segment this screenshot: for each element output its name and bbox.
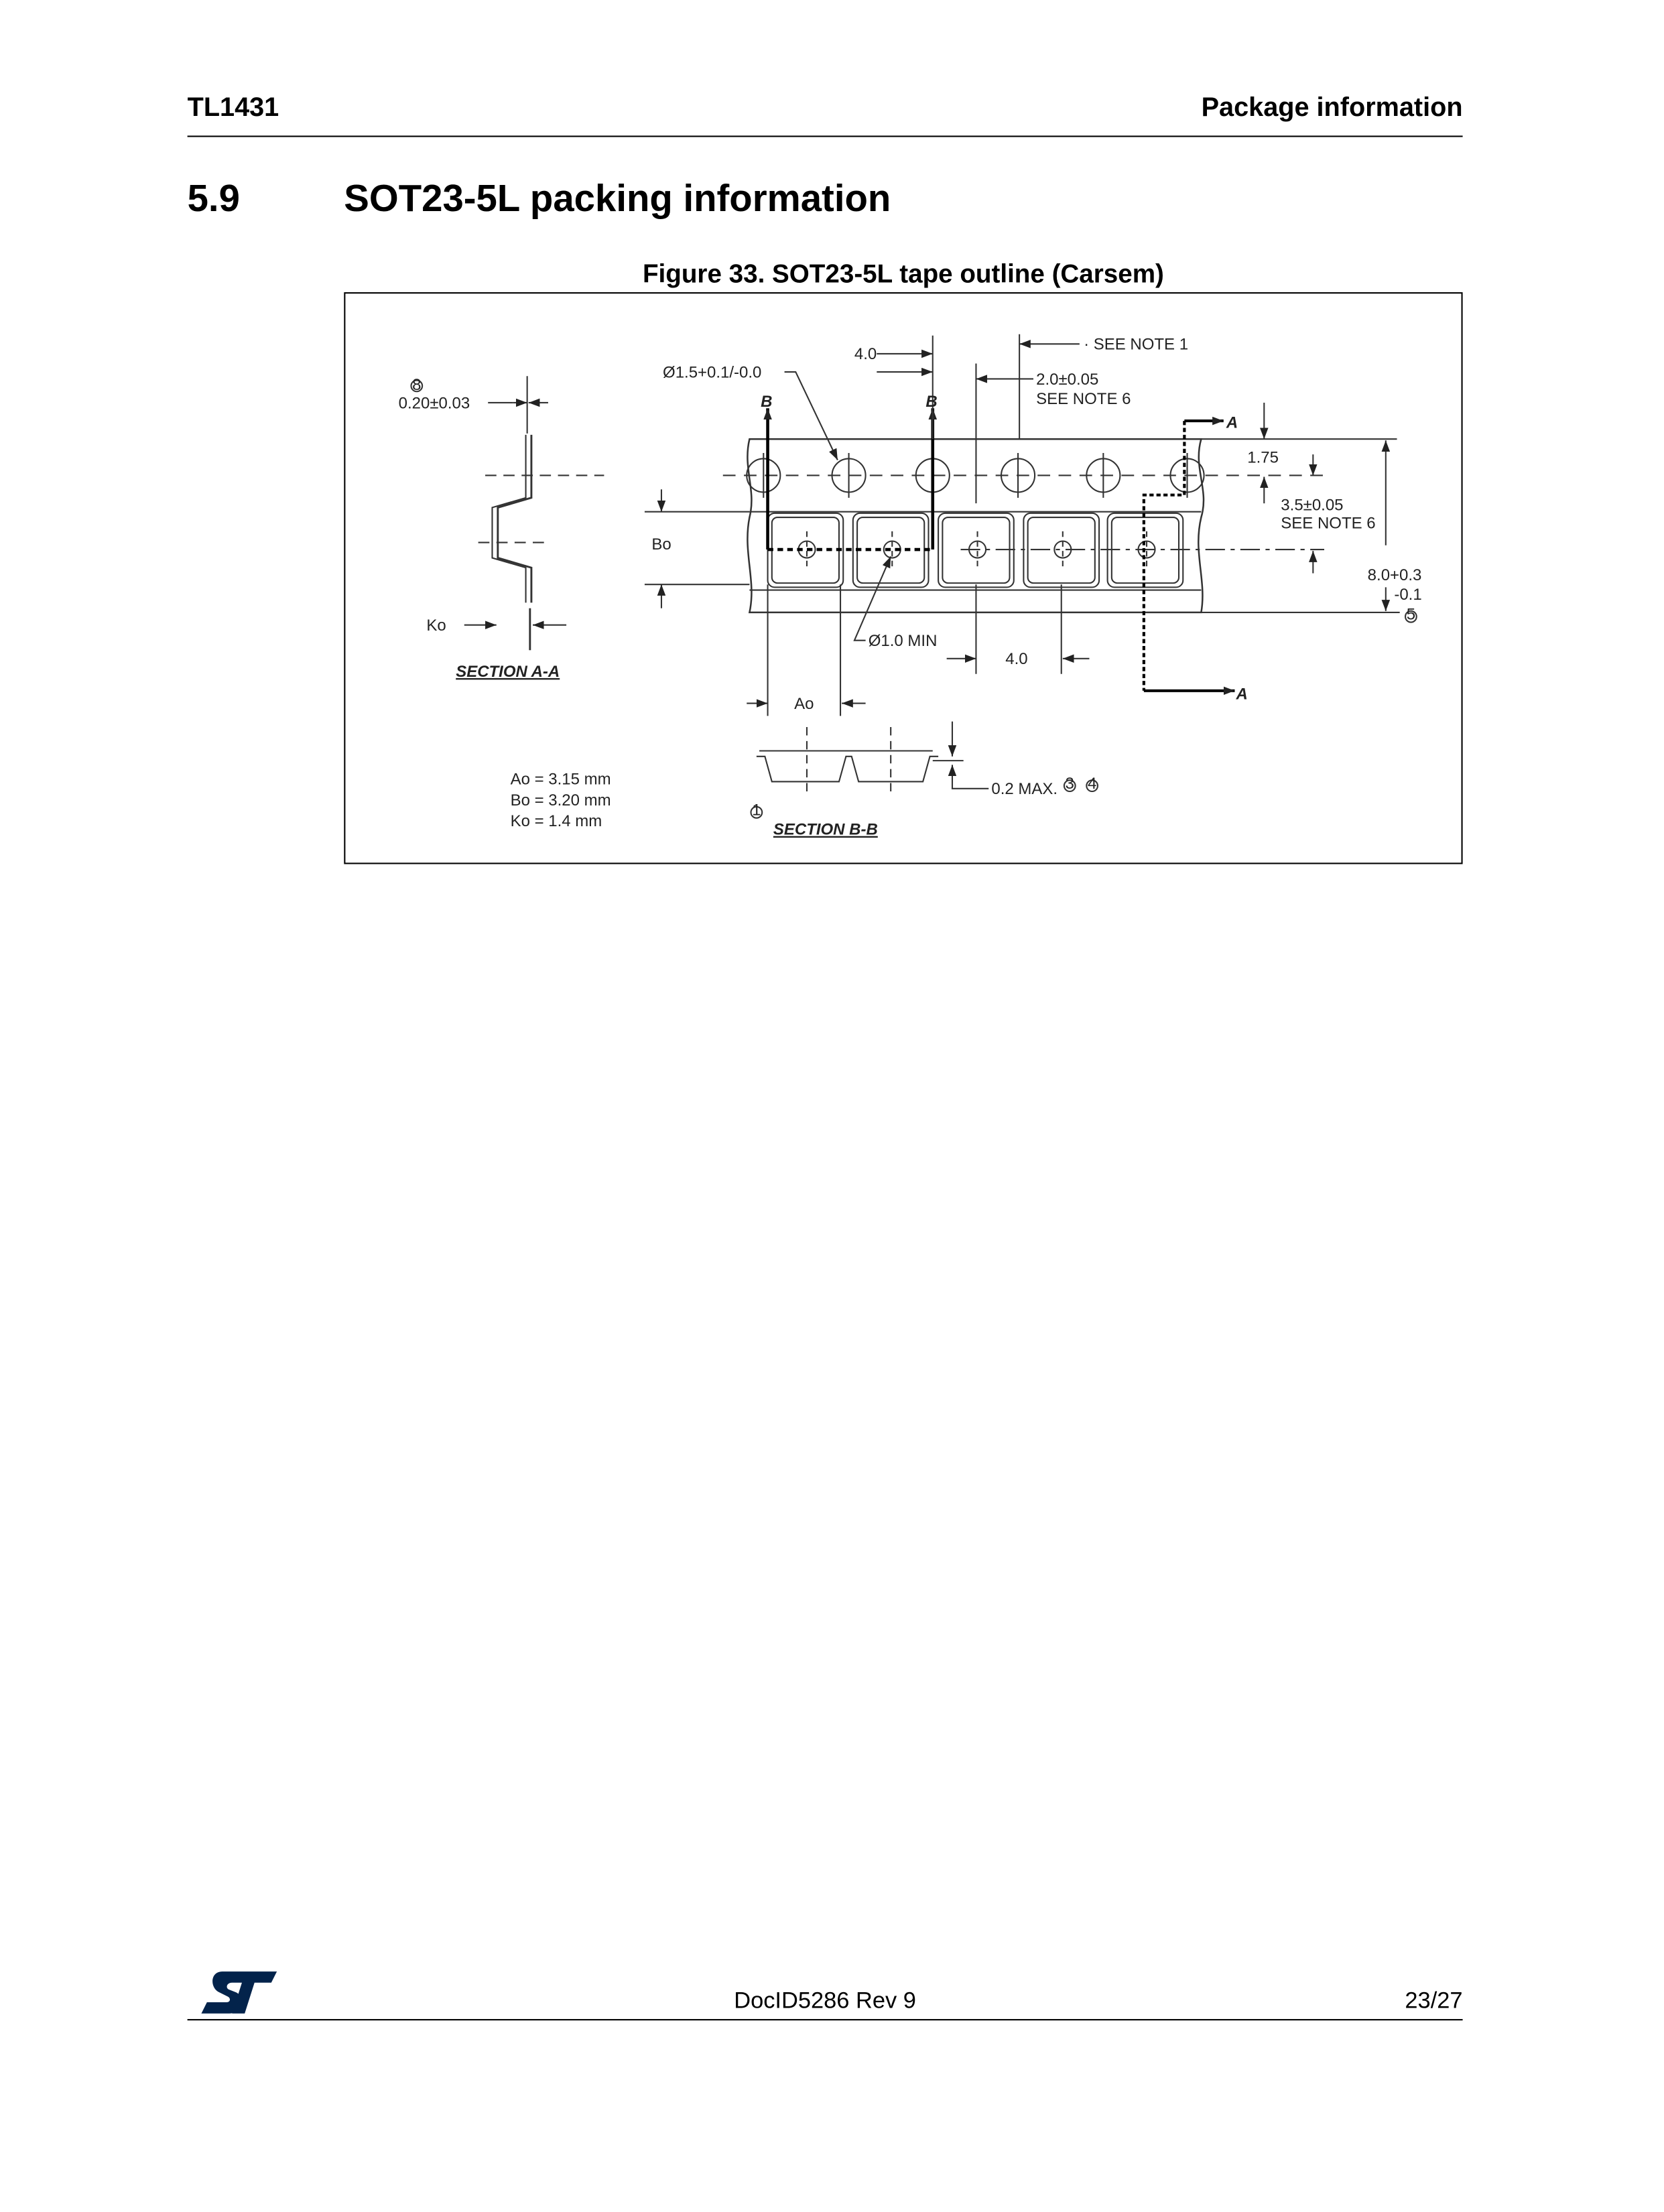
note-1-label: 1 <box>752 801 761 819</box>
figure-caption: Figure 33. SOT23-5L tape outline (Carsem… <box>642 259 1164 288</box>
footer-rule <box>187 2019 1463 2021</box>
page-number: 23/27 <box>1405 1988 1463 2014</box>
doc-id: DocID5286 Rev 9 <box>734 1988 916 2014</box>
header-rule <box>187 135 1463 137</box>
ko-label: Ko <box>426 616 446 635</box>
section-b-left: B <box>761 393 772 411</box>
tape-outline-figure: 8 0.20±0.03 Ko SECTION A-A Ø1.5+0.1/-0.0… <box>344 292 1463 864</box>
pitch-top-label: 4.0 <box>854 345 877 363</box>
section-aa-profile <box>464 376 604 651</box>
section-aa-label: SECTION A-A <box>456 663 560 681</box>
see-note-1-label: · SEE NOTE 1 <box>1084 336 1188 354</box>
bo-value: Bo = 3.20 mm <box>511 791 611 809</box>
doc-title: TL1431 <box>187 93 279 123</box>
bo-label: Bo <box>651 535 671 554</box>
section-title: SOT23-5L packing information <box>344 177 891 220</box>
ao-label: Ao <box>794 695 814 713</box>
tape-outline-drawing: 8 0.20±0.03 Ko SECTION A-A Ø1.5+0.1/-0.0… <box>399 334 1422 839</box>
ao-value: Ao = 3.15 mm <box>511 771 611 789</box>
min-hole-label: Ø1.0 MIN <box>869 632 938 650</box>
pitch-2-label: 2.0±0.05 <box>1036 371 1098 389</box>
note-5-label: 5 <box>1407 605 1415 623</box>
see-note-6-label: SEE NOTE 6 <box>1036 390 1131 408</box>
see-note-6-b-label: SEE NOTE 6 <box>1281 515 1375 533</box>
sprocket-holes <box>746 453 1205 498</box>
section-bb-label: SECTION B-B <box>773 821 878 839</box>
hole-diameter-label: Ø1.5+0.1/-0.0 <box>663 363 761 381</box>
edge-175-label: 1.75 <box>1247 449 1279 467</box>
ko-value: Ko = 1.4 mm <box>511 812 602 830</box>
note-4-label: 4 <box>1088 775 1096 793</box>
width-8-label: 8.0+0.3 <box>1368 566 1422 584</box>
section-bb-profile <box>756 721 989 797</box>
max-02-label: 0.2 MAX. <box>991 780 1058 798</box>
section-name: Package information <box>1201 93 1463 123</box>
section-a-top: A <box>1226 413 1238 432</box>
st-logo <box>198 1969 279 2016</box>
section-b-right: B <box>925 393 937 411</box>
pitch-bottom-label: 4.0 <box>1005 650 1027 668</box>
section-number: 5.9 <box>187 177 240 220</box>
note-3-label: 3 <box>1066 775 1074 793</box>
note-8-label: 8 <box>412 376 421 394</box>
thickness-label: 0.20±0.03 <box>399 394 470 412</box>
offset-35-label: 3.5±0.05 <box>1281 497 1343 515</box>
width-8-tol-label: -0.1 <box>1394 586 1421 604</box>
section-a-bottom: A <box>1236 685 1248 703</box>
